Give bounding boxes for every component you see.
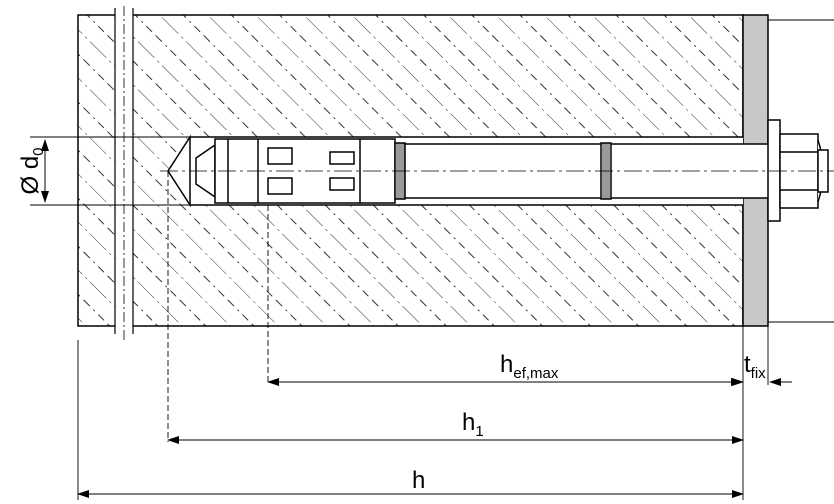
diameter-dimension: Ø d0 [17, 136, 190, 206]
h-dimension: h [77, 467, 744, 498]
diameter-label: Ø d0 [17, 147, 47, 194]
h-ef-max-dimension: hef,max [267, 351, 744, 386]
h1-dimension: h1 [167, 409, 744, 444]
h-ef-max-label: hef,max [500, 351, 559, 382]
h-label: h [412, 467, 425, 494]
extension-lines [77, 171, 769, 500]
t-fix-label: tfix [744, 351, 766, 382]
h1-label: h1 [462, 409, 484, 440]
t-fix-dimension: tfix [722, 351, 792, 386]
